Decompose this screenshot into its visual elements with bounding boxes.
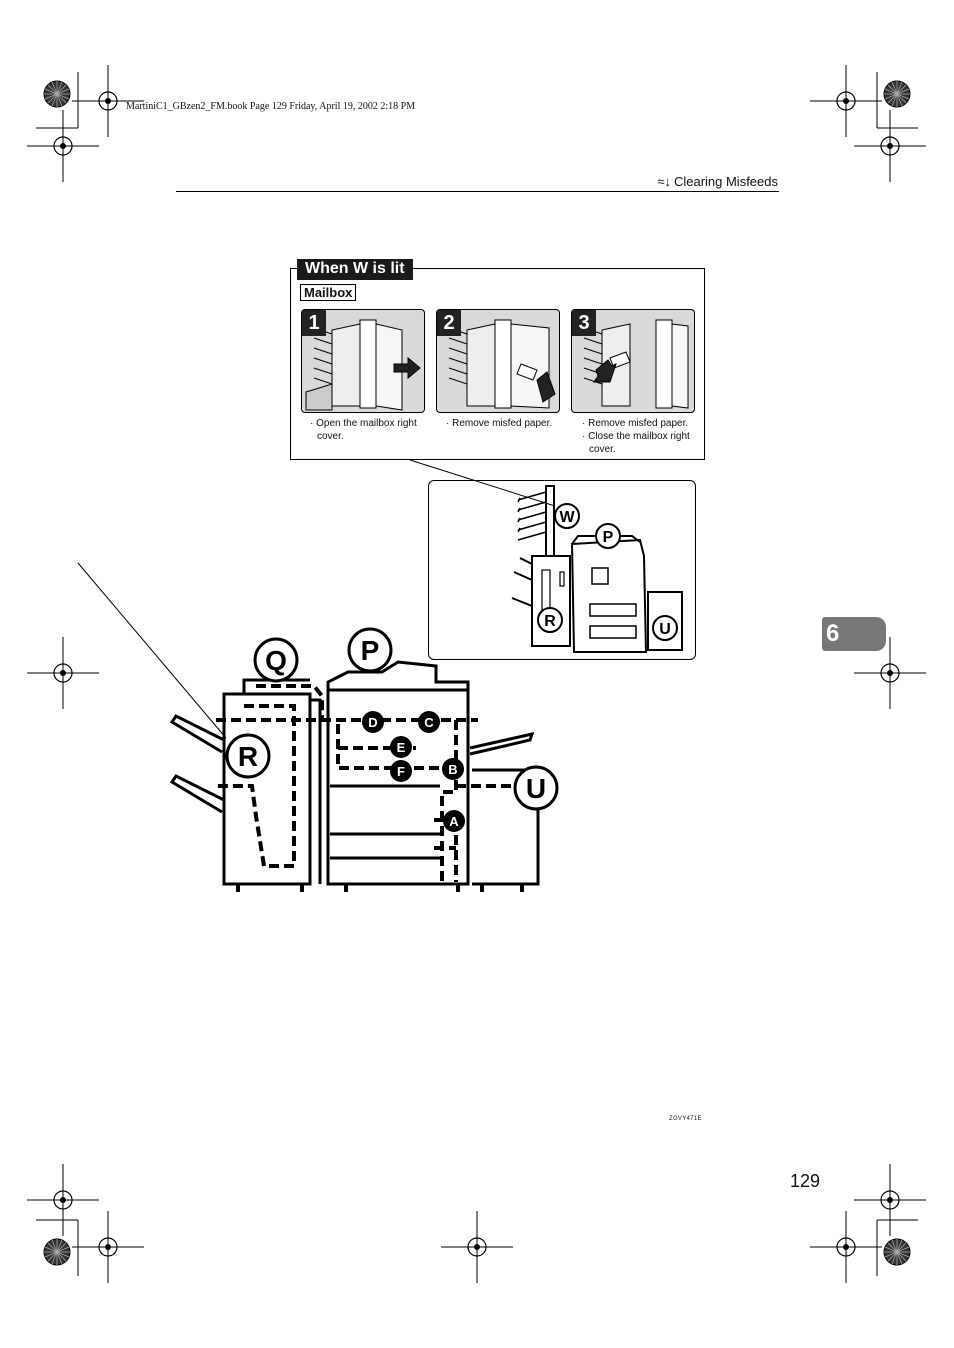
- running-header: ≈↓ Clearing Misfeeds: [657, 174, 778, 189]
- label-p: P: [361, 635, 380, 666]
- label-q: Q: [265, 645, 287, 676]
- step-1-caption: · Open the mailbox right cover.: [308, 417, 434, 443]
- inset-label-r: R: [544, 613, 556, 630]
- callout-box: [290, 268, 705, 460]
- misfeed-icon: ≈↓: [657, 174, 671, 189]
- inset-machine-diagram: W P R U: [511, 485, 683, 653]
- step-number: 1: [302, 310, 326, 336]
- inset-label-p: P: [603, 529, 614, 546]
- caption-line: · Remove misfed paper.: [582, 418, 689, 429]
- header-rule: [176, 191, 779, 192]
- callout-title: When W is lit: [297, 259, 413, 280]
- remove-paper-illustration: [448, 319, 556, 409]
- page-number: 129: [790, 1171, 821, 1191]
- main-machine-diagram: Q P R U D C E F B A: [169, 627, 559, 892]
- label-e: E: [397, 740, 406, 755]
- book-info-line: MartiniC1_GBzen2_FM.book Page 129 Friday…: [126, 101, 416, 112]
- diagram-code: ZGVY471E: [669, 1116, 702, 1122]
- caption-line: · Open the mailbox right cover.: [310, 418, 417, 442]
- label-f: F: [397, 764, 405, 779]
- label-a: A: [449, 814, 459, 829]
- label-c: C: [424, 715, 434, 730]
- mailbox-label: Mailbox: [300, 284, 357, 301]
- inset-diagram-frame: [428, 480, 696, 660]
- chapter-tab: 6: [822, 617, 886, 651]
- label-b: B: [448, 762, 457, 777]
- caption-line: · Remove misfed paper.: [446, 418, 553, 429]
- caption-line: · Close the mailbox right cover.: [582, 431, 690, 455]
- inset-label-w: W: [559, 509, 575, 526]
- step-2-illustration: 2: [436, 309, 560, 413]
- step-3-illustration: 3: [571, 309, 695, 413]
- step-3-caption: · Remove misfed paper. · Close the mailb…: [580, 417, 706, 456]
- step-2-caption: · Remove misfed paper.: [444, 417, 570, 430]
- label-u: U: [526, 773, 546, 804]
- step-number: 2: [437, 310, 461, 336]
- label-r: R: [238, 741, 258, 772]
- label-d: D: [368, 715, 377, 730]
- section-title: Clearing Misfeeds: [673, 174, 778, 189]
- close-cover-illustration: [583, 319, 689, 409]
- step-1-illustration: 1: [301, 309, 425, 413]
- inset-label-u: U: [659, 621, 671, 638]
- step-number: 3: [572, 310, 596, 336]
